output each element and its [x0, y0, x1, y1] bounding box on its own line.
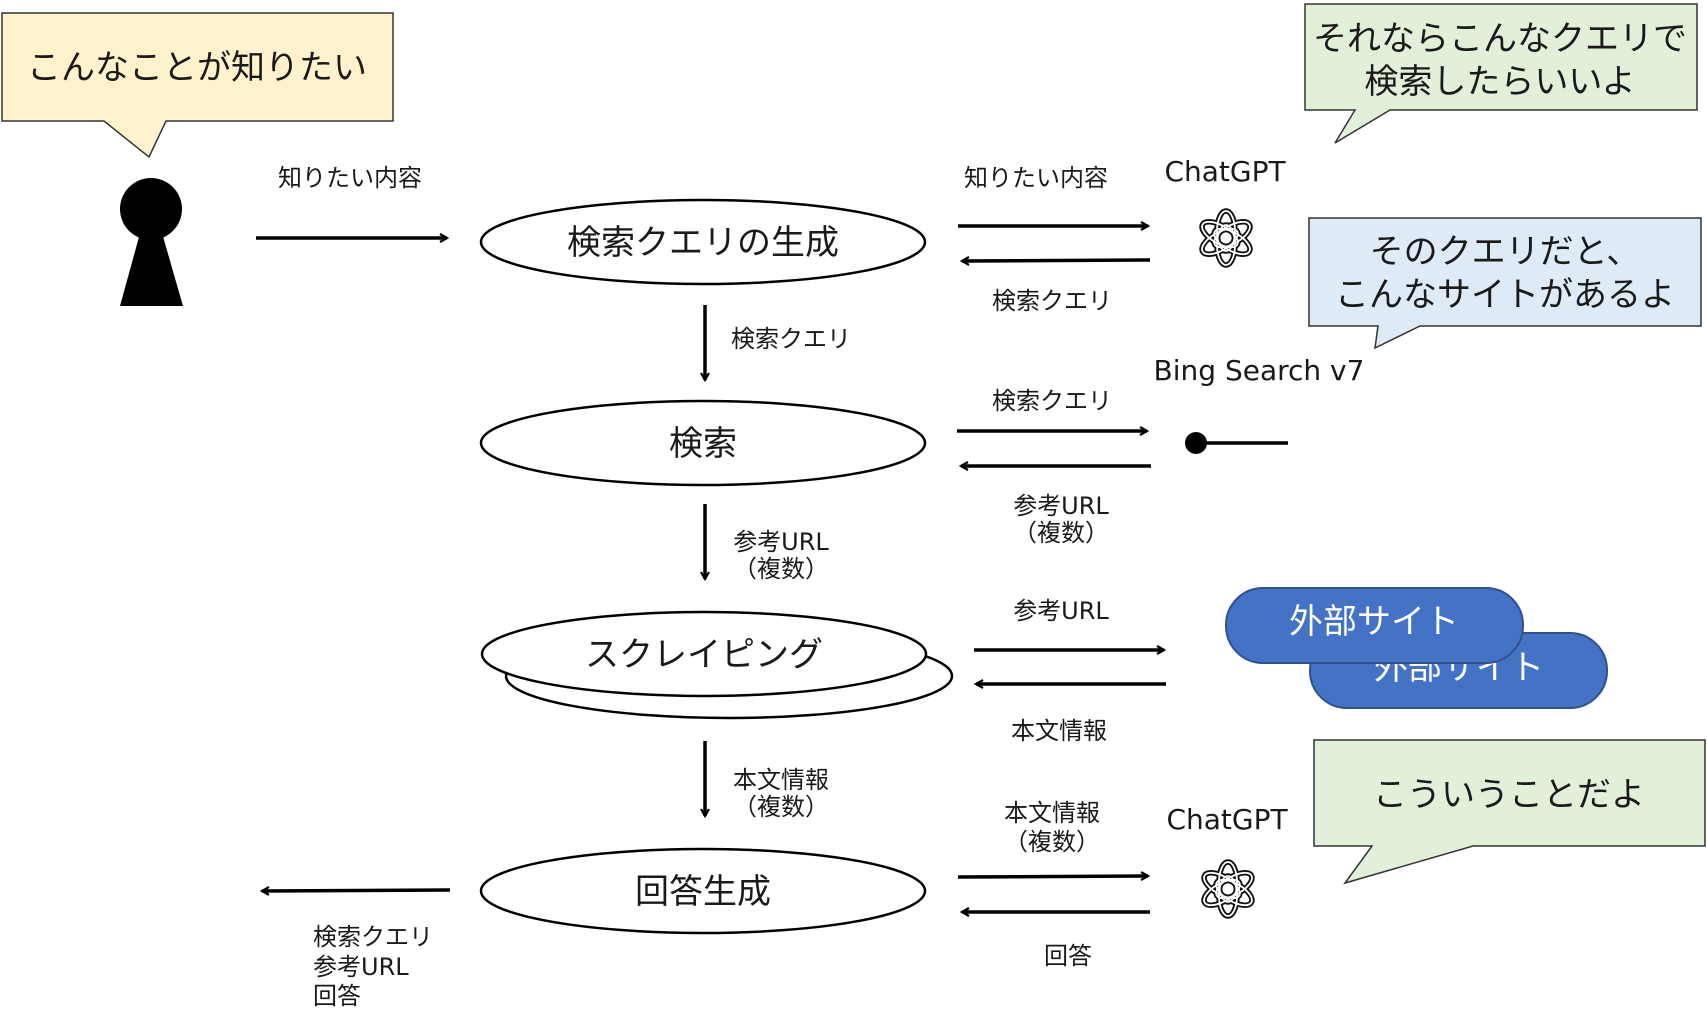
site-request-label: 参考URL	[1013, 597, 1109, 625]
chatgpt-answer-speech-text: こういうことだよ	[1373, 775, 1645, 815]
answer-response-label: 回答	[1044, 942, 1092, 970]
site-response-label: 本文情報	[1011, 717, 1107, 745]
api-endpoint-icon	[1185, 432, 1288, 454]
process-search: 検索	[479, 399, 927, 487]
flow-label-query: 検索クエリ	[731, 325, 851, 353]
chatgpt-answer-speech-bubble: こういうことだよ	[1313, 739, 1706, 885]
bing-request-label: 検索クエリ	[992, 387, 1112, 415]
process-search-label: 検索	[669, 424, 737, 464]
chatgpt-query-speech-line1: それならこんなクエリで	[1313, 19, 1687, 59]
process-query-generation: 検索クエリの生成	[479, 198, 927, 286]
search-speech-bubble: そのクエリだと、 こんなサイトがあるよ	[1308, 217, 1702, 350]
bing-response-label-line2: （複数）	[1013, 519, 1109, 547]
external-site-front: 外部サイト	[1225, 587, 1524, 664]
output-arrow	[262, 890, 451, 891]
openai-logo-icon	[1198, 211, 1254, 265]
process-scraping: スクレイピング	[480, 610, 954, 720]
chatgpt-response-label: 検索クエリ	[992, 287, 1112, 315]
answer-request-arrow	[957, 876, 1148, 877]
flow-label-urls-line1: 参考URL	[733, 528, 829, 556]
bing-response-label-line1: 参考URL	[1013, 492, 1109, 520]
search-speech-line1: そのクエリだと、	[1370, 232, 1641, 272]
chatgpt-response-arrow	[962, 260, 1151, 261]
flow-label-urls-line2: （複数）	[733, 555, 829, 583]
flow-label-content-line2: （複数）	[733, 793, 829, 821]
bing-service-name: Bing Search v7	[1154, 354, 1365, 387]
chatgpt-query-speech-line2: 検索したらいいよ	[1364, 62, 1635, 102]
external-site-front-label: 外部サイト	[1289, 602, 1459, 642]
search-speech-line2: こんなサイトがあるよ	[1335, 275, 1675, 315]
output-label-line3: 回答	[313, 982, 361, 1010]
openai-logo-icon	[1200, 862, 1256, 916]
answer-request-label-line2: （複数）	[1004, 828, 1100, 856]
user-speech-text: こんなことが知りたい	[27, 48, 367, 88]
person-icon	[120, 178, 183, 306]
output-label-line1: 検索クエリ	[313, 923, 433, 951]
process-answer-generation: 回答生成	[479, 847, 927, 935]
chatgpt-bottom-name: ChatGPT	[1166, 803, 1288, 836]
user-speech-bubble: こんなことが知りたい	[1, 12, 394, 159]
process-query-generation-label: 検索クエリの生成	[567, 223, 839, 263]
process-scraping-label: スクレイピング	[585, 635, 823, 675]
flow-label-content-line1: 本文情報	[733, 766, 829, 794]
chatgpt-top-name: ChatGPT	[1164, 155, 1286, 188]
user-input-label: 知りたい内容	[278, 164, 422, 192]
output-label-line2: 参考URL	[313, 953, 409, 981]
process-answer-generation-label: 回答生成	[635, 872, 771, 912]
answer-request-label-line1: 本文情報	[1004, 799, 1100, 827]
chatgpt-request-label: 知りたい内容	[964, 164, 1108, 192]
chatgpt-query-speech-bubble: それならこんなクエリで 検索したらいいよ	[1304, 3, 1698, 144]
